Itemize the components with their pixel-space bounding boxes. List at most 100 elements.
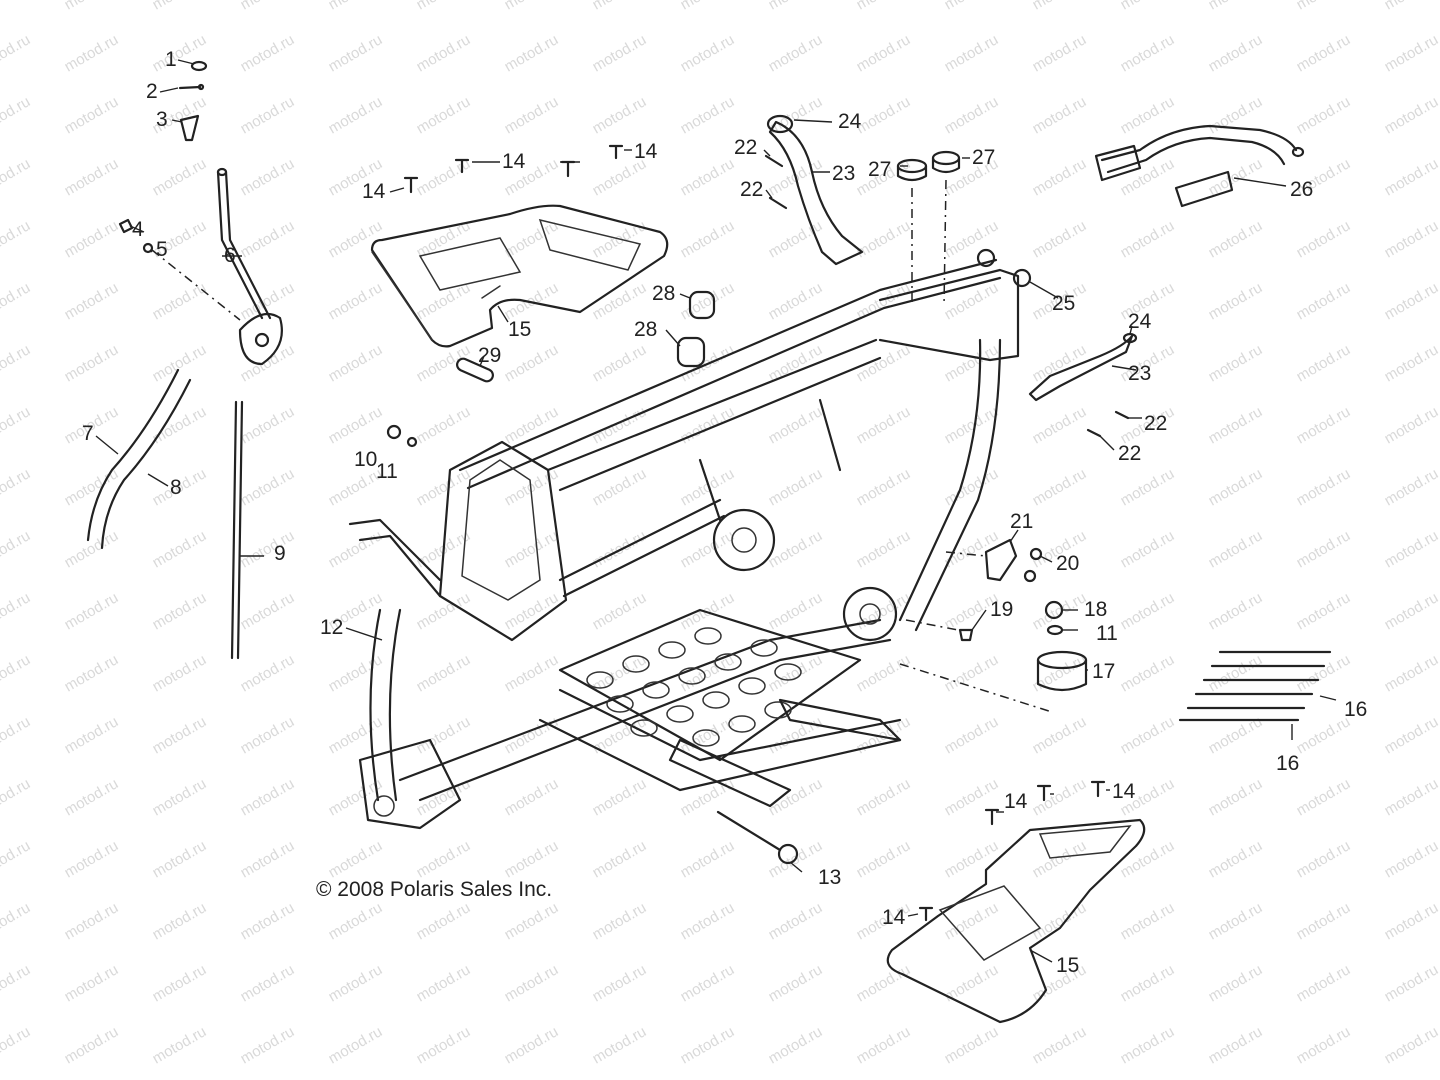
- floor-hole: [714, 653, 742, 671]
- watermark-text: motod.ru: [1294, 279, 1354, 323]
- watermark-text: motod.ru: [238, 217, 298, 261]
- watermark-text: motod.ru: [1294, 0, 1354, 13]
- callout-1: 1: [165, 48, 177, 71]
- watermark-text: motod.ru: [1294, 1023, 1354, 1067]
- callout-23a: 23: [832, 162, 855, 185]
- watermark-text: motod.ru: [1294, 589, 1354, 633]
- watermark-text: motod.ru: [0, 403, 33, 447]
- watermark-text: motod.ru: [766, 589, 826, 633]
- watermark-text: motod.ru: [502, 0, 562, 13]
- watermark-text: motod.ru: [0, 651, 33, 695]
- watermark-text: motod.ru: [854, 713, 914, 757]
- watermark-text: motod.ru: [62, 279, 122, 323]
- callout-29: 29: [478, 344, 501, 367]
- watermark-text: motod.ru: [854, 1023, 914, 1067]
- watermark-text: motod.ru: [238, 403, 298, 447]
- watermark-text: motod.ru: [766, 961, 826, 1005]
- watermark-text: motod.ru: [590, 589, 650, 633]
- watermark-text: motod.ru: [238, 527, 298, 571]
- callout-14f: 14: [882, 906, 906, 929]
- watermark-text: motod.ru: [1118, 1023, 1178, 1067]
- watermark-text: motod.ru: [1030, 0, 1090, 13]
- callout-28a: 28: [652, 282, 675, 305]
- watermark-text: motod.ru: [1118, 837, 1178, 881]
- watermark-text: motod.ru: [766, 403, 826, 447]
- watermark-text: motod.ru: [1030, 31, 1090, 75]
- callout-14e: 14: [1112, 780, 1136, 803]
- part-23-bracket-upper: [768, 120, 864, 266]
- part-12-main-frame: [348, 258, 1020, 830]
- watermark-text: motod.ru: [1294, 341, 1354, 385]
- watermark-text: motod.ru: [1206, 775, 1266, 819]
- watermark-text: motod.ru: [326, 279, 386, 323]
- watermark-text: motod.ru: [1294, 775, 1354, 819]
- watermark-text: motod.ru: [1030, 837, 1090, 881]
- watermark-text: motod.ru: [942, 837, 1002, 881]
- watermark-text: motod.ru: [0, 93, 33, 137]
- part-24-cap-upper: [766, 114, 794, 134]
- part-28-bushing-b: [676, 336, 706, 368]
- watermark-text: motod.ru: [854, 341, 914, 385]
- watermark-text: motod.ru: [414, 279, 474, 323]
- watermark-text: motod.ru: [502, 527, 562, 571]
- watermark-text: motod.ru: [150, 589, 210, 633]
- part-10-nut: [386, 424, 402, 440]
- watermark-text: motod.ru: [62, 31, 122, 75]
- part-7-cable: [86, 368, 180, 542]
- watermark-text: motod.ru: [590, 837, 650, 881]
- floor-hole: [630, 719, 658, 737]
- watermark-text: motod.ru: [1118, 713, 1178, 757]
- watermark-text: motod.ru: [150, 1023, 210, 1067]
- watermark-text: motod.ru: [942, 713, 1002, 757]
- watermark-text: motod.ru: [854, 0, 914, 13]
- callout-22a: 22: [734, 136, 757, 159]
- part-20-nut: [1023, 547, 1043, 583]
- watermark-text: motod.ru: [590, 961, 650, 1005]
- watermark-text: motod.ru: [238, 837, 298, 881]
- part-4-nut: [118, 218, 134, 234]
- watermark-text: motod.ru: [238, 465, 298, 509]
- watermark-text: motod.ru: [942, 651, 1002, 695]
- watermark-text: motod.ru: [1294, 899, 1354, 943]
- floor-hole: [738, 677, 766, 695]
- watermark-text: motod.ru: [854, 837, 914, 881]
- watermark-text: motod.ru: [0, 1023, 33, 1067]
- watermark-text: motod.ru: [1118, 0, 1178, 13]
- watermark-text: motod.ru: [1206, 217, 1266, 261]
- watermark-text: motod.ru: [1294, 31, 1354, 75]
- watermark-text: motod.ru: [1294, 837, 1354, 881]
- watermark-text: motod.ru: [150, 713, 210, 757]
- callout-22d: 22: [1118, 442, 1141, 465]
- watermark-text: motod.ru: [502, 713, 562, 757]
- part-11-washer: [406, 436, 418, 448]
- watermark-text: motod.ru: [678, 403, 738, 447]
- watermark-text: motod.ru: [590, 465, 650, 509]
- watermark-text: motod.ru: [62, 961, 122, 1005]
- watermark-text: motod.ru: [62, 527, 122, 571]
- watermark-text: motod.ru: [1206, 527, 1266, 571]
- watermark-text: motod.ru: [678, 1023, 738, 1067]
- watermark-text: motod.ru: [326, 93, 386, 137]
- floor-hole: [658, 641, 686, 659]
- watermark-text: motod.ru: [0, 155, 33, 199]
- watermark-text: motod.ru: [238, 713, 298, 757]
- watermark-text: motod.ru: [678, 155, 738, 199]
- watermark-text: motod.ru: [1294, 651, 1354, 695]
- callout-16b: 16: [1276, 752, 1299, 775]
- watermark-text: motod.ru: [1294, 93, 1354, 137]
- watermark-text: motod.ru: [590, 31, 650, 75]
- callout-23b: 23: [1128, 362, 1151, 385]
- callout-10: 10: [354, 448, 377, 471]
- watermark-text: motod.ru: [150, 899, 210, 943]
- watermark-text: motod.ru: [238, 341, 298, 385]
- watermark-text: motod.ru: [414, 961, 474, 1005]
- watermark-text: motod.ru: [62, 899, 122, 943]
- watermark-text: motod.ru: [942, 1023, 1002, 1067]
- callout-25: 25: [1052, 292, 1075, 315]
- floor-hole: [606, 695, 634, 713]
- watermark-text: motod.ru: [1118, 31, 1178, 75]
- watermark-text: motod.ru: [678, 713, 738, 757]
- watermark-text: motod.ru: [854, 527, 914, 571]
- watermark-text: motod.ru: [62, 775, 122, 819]
- watermark-text: motod.ru: [0, 961, 33, 1005]
